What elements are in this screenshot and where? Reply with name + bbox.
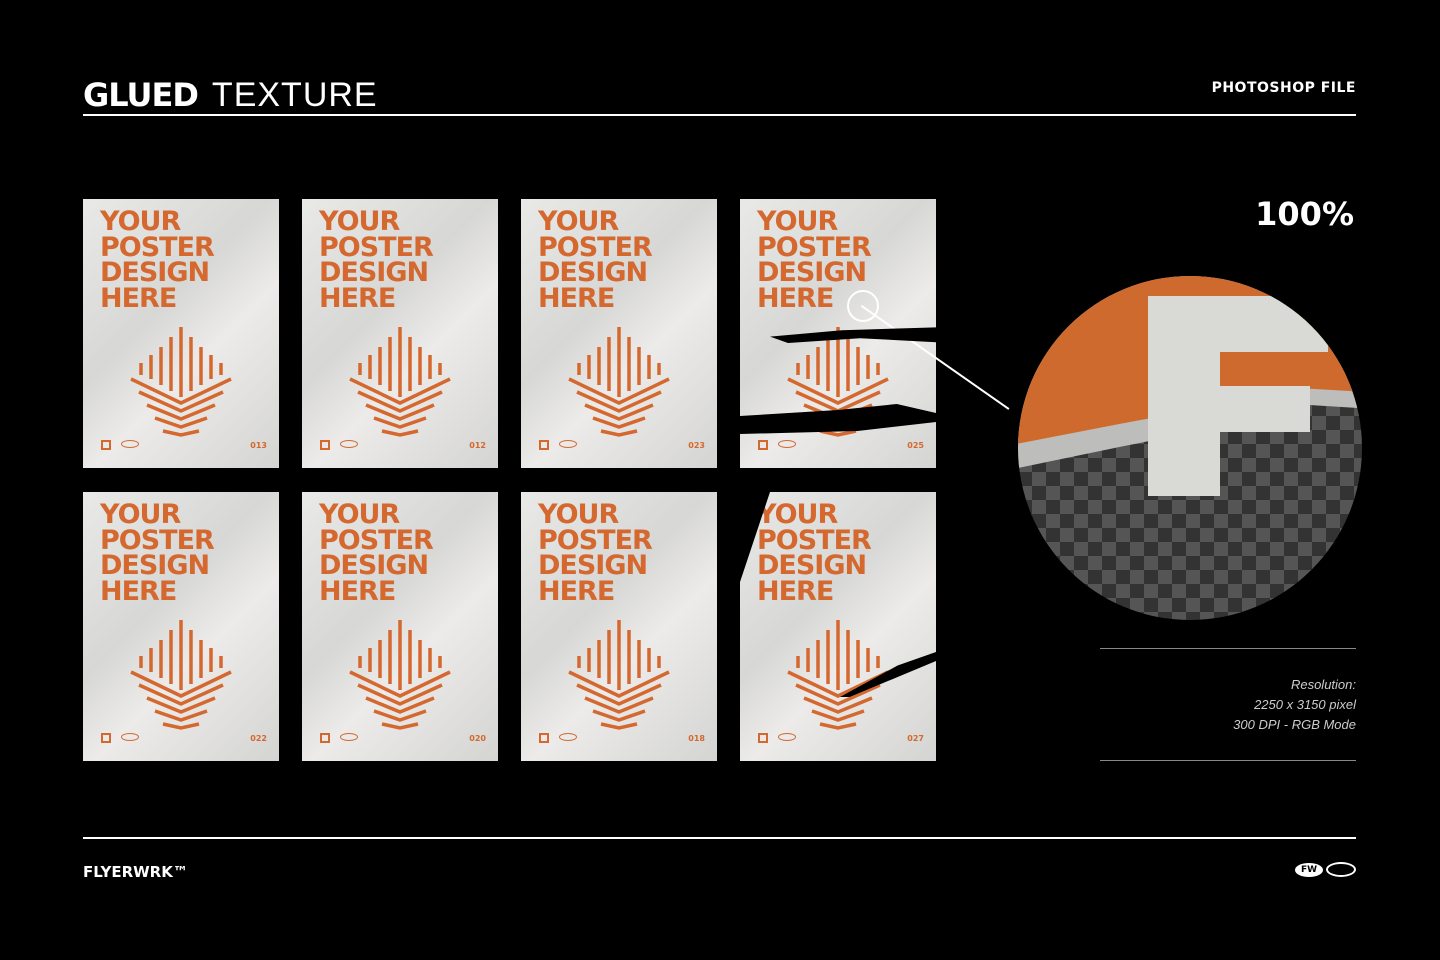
oval-logo-icon	[559, 733, 577, 741]
poster-number: 023	[688, 441, 705, 450]
info-line: 300 DPI - RGB Mode	[1233, 717, 1356, 732]
poster-graphic	[568, 620, 670, 730]
poster-number: 012	[469, 441, 486, 450]
oval-logo-icon	[778, 440, 796, 448]
letter-shape	[1148, 296, 1328, 496]
poster-graphic	[787, 620, 889, 730]
magnifier-ring	[847, 290, 879, 322]
brand-logo: FW	[1295, 862, 1357, 877]
oval-logo-icon	[559, 440, 577, 448]
zoom-preview	[1018, 276, 1362, 620]
footer-divider	[83, 837, 1356, 839]
resolution-info: Resolution: 2250 x 3150 pixel 300 DPI - …	[1233, 675, 1356, 735]
qr-code-icon	[539, 440, 549, 450]
page-title: GLUED TEXTURE	[83, 76, 378, 115]
poster-graphic	[130, 327, 232, 437]
header-divider	[83, 114, 1356, 116]
subtitle: PHOTOSHOP FILE	[1211, 80, 1356, 96]
oval-logo-icon	[121, 440, 139, 448]
poster-graphic	[568, 327, 670, 437]
qr-code-icon	[101, 733, 111, 743]
poster-number: 027	[907, 734, 924, 743]
oval-logo-icon	[121, 733, 139, 741]
qr-code-icon	[320, 733, 330, 743]
qr-code-icon	[320, 440, 330, 450]
poster-number: 022	[250, 734, 267, 743]
info-line: Resolution:	[1290, 677, 1356, 692]
info-line: 2250 x 3150 pixel	[1254, 697, 1356, 712]
qr-code-icon	[758, 733, 768, 743]
qr-code-icon	[539, 733, 549, 743]
poster-graphic	[349, 620, 451, 730]
poster-number: 020	[469, 734, 486, 743]
poster-number: 013	[250, 441, 267, 450]
info-divider-top	[1100, 648, 1356, 649]
poster-number: 025	[907, 441, 924, 450]
oval-logo-icon	[340, 733, 358, 741]
fw-logo: FW	[1295, 862, 1324, 877]
poster-number: 018	[688, 734, 705, 743]
qr-code-icon	[101, 440, 111, 450]
oval-logo-icon	[340, 440, 358, 448]
brand-name: FLYERWRK™	[83, 863, 188, 881]
title-bold: GLUED	[83, 76, 199, 114]
poster-graphic	[130, 620, 232, 730]
poster-graphic	[349, 327, 451, 437]
zoom-label: 100%	[1255, 195, 1354, 233]
info-divider-bottom	[1100, 760, 1356, 761]
globe-icon	[1326, 862, 1357, 877]
title-light: TEXTURE	[211, 76, 378, 114]
qr-code-icon	[758, 440, 768, 450]
oval-logo-icon	[778, 733, 796, 741]
